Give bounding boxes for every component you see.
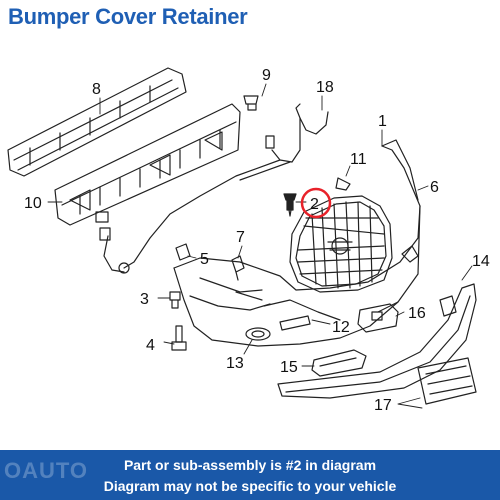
callout-2: 2 (310, 196, 319, 213)
screw (171, 325, 187, 351)
bumper-cover (173, 139, 421, 347)
callout-labels: 1 2 3 4 5 6 7 8 9 10 11 12 13 14 15 16 1… (24, 67, 490, 414)
callout-17: 17 (374, 397, 392, 414)
grille (289, 195, 393, 293)
callout-8: 8 (92, 81, 101, 98)
lower-valance (277, 283, 477, 399)
leader-lines (47, 83, 473, 409)
energy-absorber (54, 103, 241, 226)
license-bracket (357, 303, 399, 333)
bolt (169, 291, 181, 309)
reinforcement-bar (7, 67, 187, 177)
highlight-circle (300, 187, 332, 219)
callout-1: 1 (378, 113, 387, 130)
callout-12: 12 (332, 319, 350, 336)
callout-7: 7 (236, 229, 245, 246)
bumper-bracket (175, 243, 191, 261)
callout-3: 3 (140, 291, 149, 308)
callout-10: 10 (24, 195, 42, 212)
wire-harness (95, 103, 329, 274)
push-clip (243, 95, 259, 111)
footer-banner: OAUTO Part or sub-assembly is #2 in diag… (0, 450, 500, 500)
retainer-pin (335, 177, 351, 191)
fascia-clip (231, 255, 245, 281)
callout-6: 6 (430, 179, 439, 196)
callout-9: 9 (262, 67, 271, 84)
footer-disclaimer: Diagram may not be specific to your vehi… (103, 478, 397, 494)
watermark-logo: OAUTO (4, 458, 89, 483)
license-plate-bracket (417, 357, 477, 405)
bumper-cover-retainer (283, 193, 297, 217)
footer-part-note: Part or sub-assembly is #2 in diagram (123, 457, 377, 473)
parts-diagram: 1 2 3 4 5 6 7 8 9 10 11 12 13 14 15 16 1… (7, 67, 490, 414)
callout-18: 18 (316, 79, 334, 96)
callout-15: 15 (280, 359, 298, 376)
callout-14: 14 (472, 253, 490, 270)
page-title: Bumper Cover Retainer (8, 4, 248, 29)
callout-4: 4 (146, 337, 155, 354)
callout-5: 5 (200, 251, 209, 268)
callout-16: 16 (408, 305, 426, 322)
callout-11: 11 (350, 151, 367, 168)
tow-hook-cover (311, 349, 367, 377)
callout-13: 13 (226, 355, 244, 372)
